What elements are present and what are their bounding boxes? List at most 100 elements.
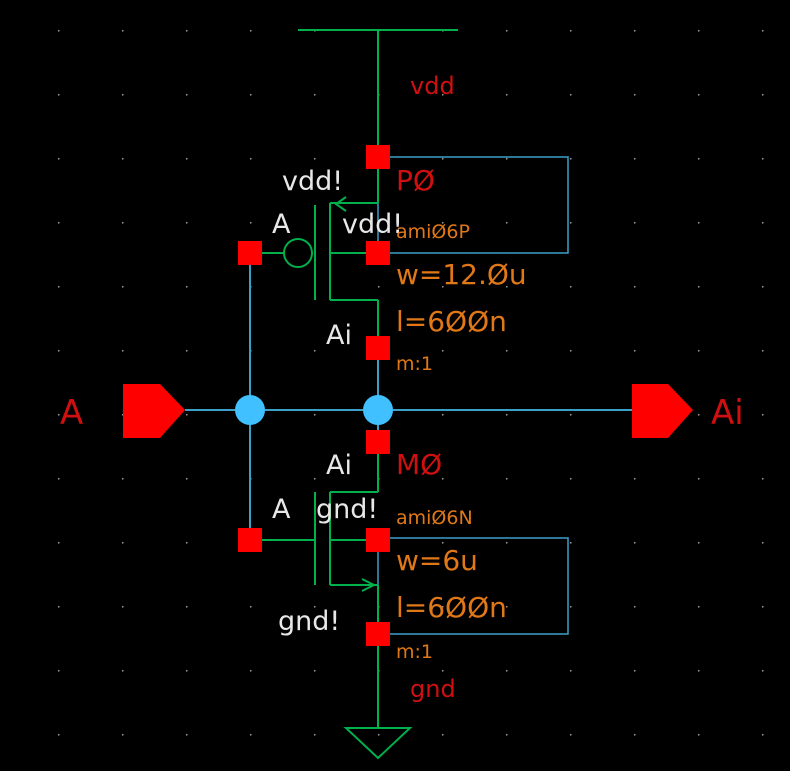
nmos-bulk-terminal[interactable] xyxy=(366,528,390,552)
output-pin-ai[interactable] xyxy=(632,384,693,438)
grid-dot xyxy=(442,94,444,96)
pmos-length: l=6ØØn xyxy=(396,305,507,338)
grid-dot xyxy=(506,158,508,160)
nmos-source-terminal[interactable] xyxy=(366,622,390,646)
grid-dot xyxy=(186,414,188,416)
grid-dot xyxy=(698,414,700,416)
grid-dot xyxy=(698,222,700,224)
grid-dot xyxy=(122,30,124,32)
grid-dot xyxy=(698,606,700,608)
grid-dot xyxy=(122,606,124,608)
grid-dot xyxy=(634,158,636,160)
nmos-drain-terminal[interactable] xyxy=(366,430,390,454)
grid-dot xyxy=(506,286,508,288)
pmos-transistor[interactable] xyxy=(262,168,379,337)
grid-dot xyxy=(442,478,444,480)
grid-dot xyxy=(762,350,764,352)
vdd-supply-symbol xyxy=(298,29,458,155)
grid-dot xyxy=(186,350,188,352)
pmos-instance-name: PØ xyxy=(396,164,435,197)
grid-dot xyxy=(186,734,188,736)
grid-dot xyxy=(122,286,124,288)
grid-dot xyxy=(506,350,508,352)
pmos-source-label: vdd! xyxy=(282,166,343,197)
grid-dot xyxy=(698,670,700,672)
grid-dot xyxy=(186,670,188,672)
grid-dot xyxy=(762,606,764,608)
grid-dot xyxy=(506,606,508,608)
grid-dot xyxy=(762,286,764,288)
grid-dot xyxy=(122,414,124,416)
grid-dot xyxy=(698,542,700,544)
grid-dot xyxy=(186,286,188,288)
grid-dot xyxy=(570,94,572,96)
grid-dot xyxy=(122,94,124,96)
pmos-bubble-icon xyxy=(283,238,313,268)
grid-dot xyxy=(314,350,316,352)
pmos-arrow-icon xyxy=(334,196,347,212)
grid-dot xyxy=(314,94,316,96)
grid-dot xyxy=(698,158,700,160)
grid-dot xyxy=(762,478,764,480)
pmos-source-terminal[interactable] xyxy=(366,145,390,169)
pmos-bulk-label: vdd! xyxy=(342,209,403,240)
grid-dot xyxy=(58,478,60,480)
grid-dot xyxy=(58,606,60,608)
ground-icon xyxy=(343,727,413,760)
grid-dot xyxy=(762,158,764,160)
pmos-drain-terminal[interactable] xyxy=(366,336,390,360)
pmos-gate-terminal[interactable] xyxy=(238,241,262,265)
grid-dot xyxy=(506,734,508,736)
grid-dot xyxy=(634,350,636,352)
grid-dot xyxy=(570,478,572,480)
grid-dot xyxy=(762,94,764,96)
grid-dot xyxy=(634,478,636,480)
junction-dot-a xyxy=(235,395,265,425)
grid-dot xyxy=(634,30,636,32)
grid-dot xyxy=(58,30,60,32)
grid-dot xyxy=(442,222,444,224)
grid-dot xyxy=(186,478,188,480)
input-pin-a[interactable] xyxy=(123,384,185,438)
nmos-source-label: gnd! xyxy=(278,606,340,637)
grid-dot xyxy=(634,286,636,288)
grid-dot xyxy=(250,222,252,224)
input-pin-label: A xyxy=(60,393,83,433)
grid-dot xyxy=(634,606,636,608)
nmos-gate-terminal[interactable] xyxy=(238,528,262,552)
grid-dot xyxy=(314,414,316,416)
grid-dot xyxy=(250,670,252,672)
pmos-width: w=12.Øu xyxy=(396,258,527,291)
nmos-model: amiØ6N xyxy=(396,507,473,529)
grid-dot xyxy=(378,286,380,288)
grid-dot xyxy=(314,606,316,608)
grid-dot xyxy=(570,414,572,416)
grid-dot xyxy=(378,734,380,736)
nmos-bulk-label: gnd! xyxy=(316,494,378,525)
grid-dot xyxy=(250,606,252,608)
pmos-bulk-terminal[interactable] xyxy=(366,241,390,265)
grid-dot xyxy=(186,606,188,608)
grid-dot xyxy=(122,158,124,160)
grid-dot xyxy=(314,158,316,160)
vdd-net-label: vdd xyxy=(410,72,455,100)
grid-dot xyxy=(698,734,700,736)
grid-dot xyxy=(570,222,572,224)
grid-dot xyxy=(762,414,764,416)
grid-dot xyxy=(634,94,636,96)
grid-dot xyxy=(250,158,252,160)
grid-dot xyxy=(250,94,252,96)
pmos-instance-box[interactable] xyxy=(377,156,569,254)
gnd-net-label: gnd xyxy=(410,675,456,703)
grid-dot xyxy=(442,606,444,608)
nmos-transistor[interactable] xyxy=(262,453,379,622)
grid-dot xyxy=(250,734,252,736)
grid-dot xyxy=(698,350,700,352)
grid-dot xyxy=(698,286,700,288)
grid-dot xyxy=(442,414,444,416)
grid-dot xyxy=(570,158,572,160)
grid-dot xyxy=(634,542,636,544)
grid-dot xyxy=(762,670,764,672)
